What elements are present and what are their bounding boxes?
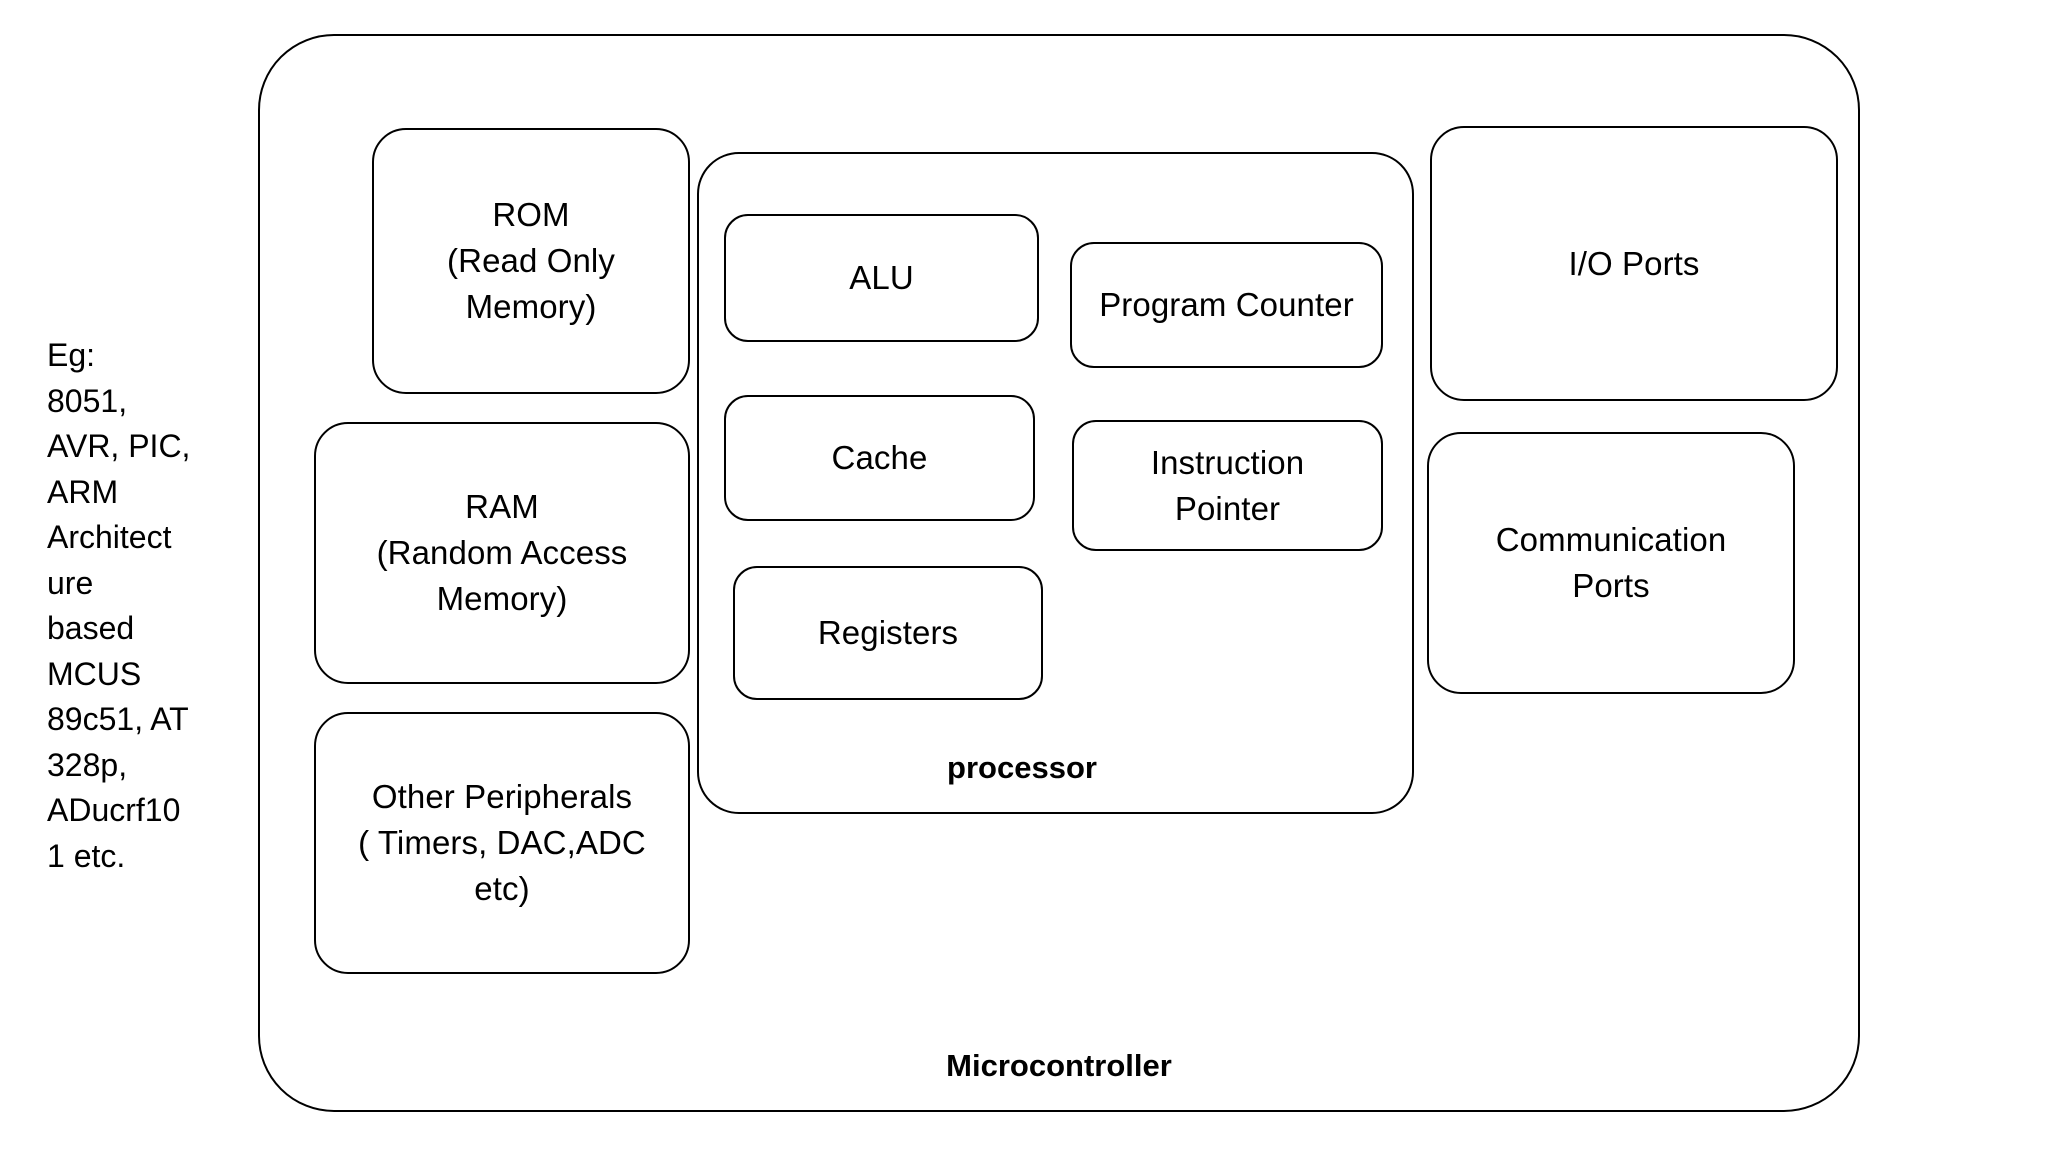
other-peripherals-label: Other Peripherals ( Timers, DAC,ADC etc) bbox=[358, 778, 646, 907]
rom-block[interactable]: ROM (Read Only Memory) bbox=[372, 128, 690, 394]
registers-label: Registers bbox=[817, 614, 959, 651]
io-ports-block[interactable]: I/O Ports bbox=[1430, 126, 1838, 401]
instruction-pointer-block[interactable]: Instruction Pointer bbox=[1072, 420, 1383, 551]
processor-caption: processor bbox=[947, 750, 1097, 785]
alu-block[interactable]: ALU bbox=[724, 214, 1039, 342]
other-peripherals-block[interactable]: Other Peripherals ( Timers, DAC,ADC etc) bbox=[314, 712, 690, 974]
ram-label: RAM (Random Access Memory) bbox=[376, 488, 628, 617]
microcontroller-caption: Microcontroller bbox=[946, 1048, 1172, 1083]
alu-label: ALU bbox=[849, 259, 914, 296]
communication-ports-block[interactable]: Communication Ports bbox=[1427, 432, 1795, 694]
ram-block[interactable]: RAM (Random Access Memory) bbox=[314, 422, 690, 684]
cache-label: Cache bbox=[831, 439, 928, 476]
io-ports-label: I/O Ports bbox=[1568, 244, 1700, 282]
cache-block[interactable]: Cache bbox=[724, 395, 1035, 521]
program-counter-label: Program Counter bbox=[1099, 286, 1354, 323]
rom-label: ROM (Read Only Memory) bbox=[447, 196, 615, 325]
program-counter-block[interactable]: Program Counter bbox=[1070, 242, 1383, 368]
communication-ports-label: Communication Ports bbox=[1495, 521, 1727, 604]
registers-block[interactable]: Registers bbox=[733, 566, 1043, 700]
examples-note: Eg: 8051, AVR, PIC, ARM Architect ure ba… bbox=[47, 337, 191, 874]
instruction-pointer-label: Instruction Pointer bbox=[1150, 443, 1305, 527]
